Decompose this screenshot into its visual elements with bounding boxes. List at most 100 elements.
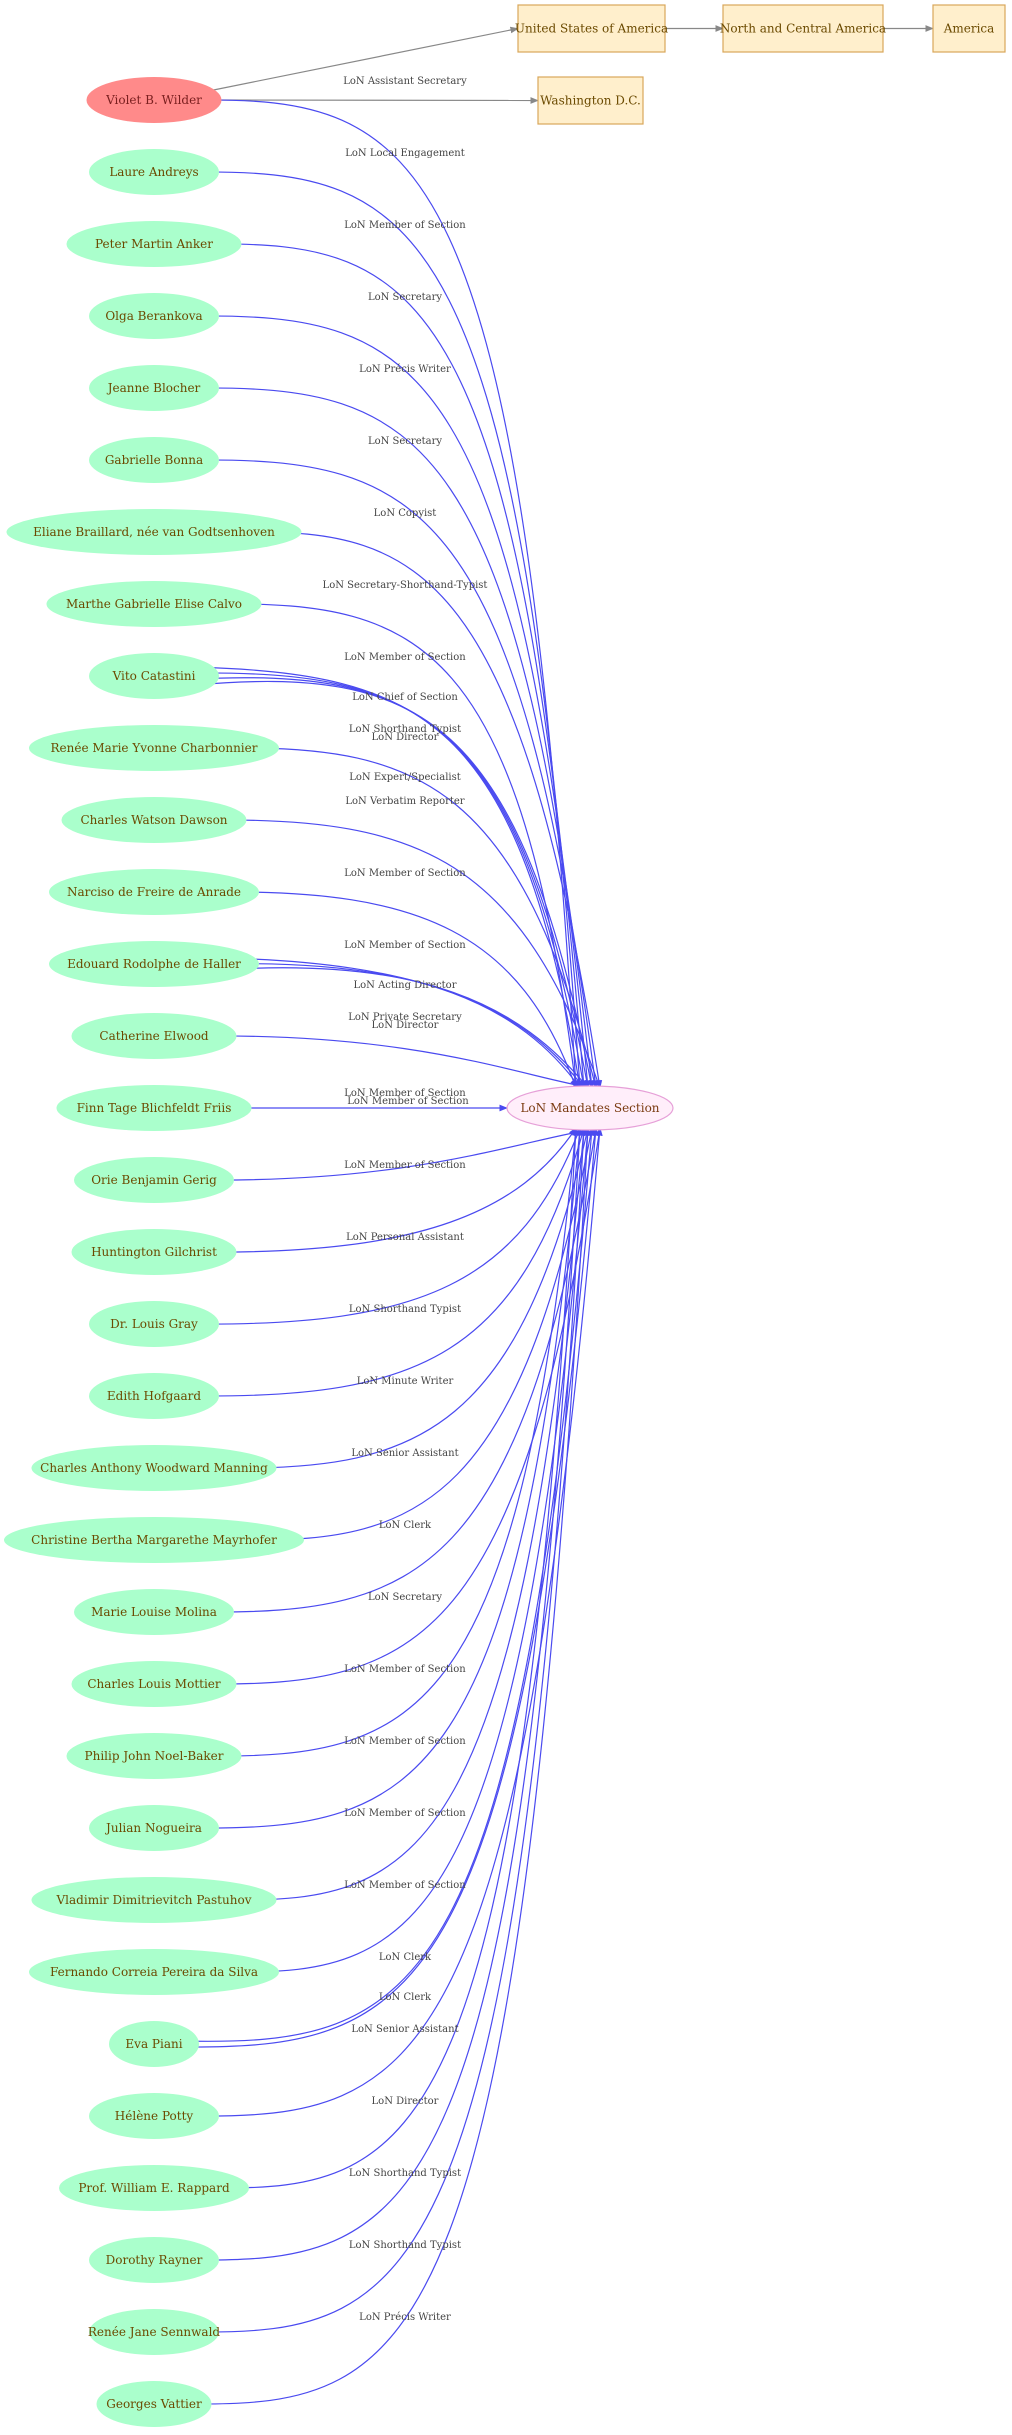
person-node-christine-bertha-margarethe-mayrhofer[interactable]: Christine Bertha Margarethe Mayrhofer xyxy=(4,1517,304,1563)
role-edge-p17-22 xyxy=(194,1127,581,1325)
person-node-ellipse xyxy=(89,653,219,699)
person-node-finn-tage-blichfeldt-friis[interactable]: Finn Tage Blichfeldt Friis xyxy=(56,1085,252,1131)
role-edge-p30-36 xyxy=(194,1127,583,2261)
person-node-georges-vattier[interactable]: Georges Vattier xyxy=(96,2381,212,2427)
person-node-olga-berankova[interactable]: Olga Berankova xyxy=(89,293,219,339)
person-node-ellipse xyxy=(6,509,302,555)
edge-p0-dc xyxy=(213,97,539,104)
person-node-orie-benjamin-gerig[interactable]: Orie Benjamin Gerig xyxy=(74,1157,234,1203)
person-node-ellipse xyxy=(89,149,219,195)
person-node-label: Vladimir Dimitrievitch Pastuhov xyxy=(56,1893,252,1907)
person-node-label: Vito Catastini xyxy=(112,669,196,683)
role-edge-label-0: LoN Assistant Secretary xyxy=(343,76,467,87)
place-node-america[interactable]: America xyxy=(932,4,1006,53)
person-node-vladimir-dimitrievitch-pastuhov[interactable]: Vladimir Dimitrievitch Pastuhov xyxy=(31,1877,277,1923)
role-edge-p31-37 xyxy=(194,1127,587,2333)
role-edge-p3-3 xyxy=(194,315,591,1089)
role-edge-label-8: LoN Member of Section xyxy=(344,652,466,663)
person-node-edouard-rodolphe-de-haller[interactable]: Edouard Rodolphe de Haller xyxy=(49,941,259,987)
role-edge-label-22: LoN Personal Assistant xyxy=(346,1232,464,1243)
person-node-ellipse xyxy=(89,293,219,339)
place-node-washington-d-c[interactable]: Washington D.C. xyxy=(537,76,644,125)
role-edge-p9-12 xyxy=(231,747,598,1089)
place-node-label: Washington D.C. xyxy=(540,94,641,108)
person-node-label: Dorothy Rayner xyxy=(106,2253,203,2267)
place-node-united-states-of-america[interactable]: United States of America xyxy=(515,4,668,53)
person-node-label: Christine Bertha Margarethe Mayrhofer xyxy=(31,1533,277,1547)
person-node-marthe-gabrielle-elise-calvo[interactable]: Marthe Gabrielle Elise Calvo xyxy=(46,581,262,627)
role-edge-label-1: LoN Local Engagement xyxy=(345,148,464,159)
person-node-label: Marthe Gabrielle Elise Calvo xyxy=(66,597,242,611)
role-edge-label-16: LoN Acting Director xyxy=(354,980,457,991)
person-node-julian-nogueira[interactable]: Julian Nogueira xyxy=(89,1805,219,1851)
person-node-prof-william-e-rappard[interactable]: Prof. William E. Rappard xyxy=(59,2165,249,2211)
person-node-dorothy-rayner[interactable]: Dorothy Rayner xyxy=(89,2237,219,2283)
person-node-edith-hofgaard[interactable]: Edith Hofgaard xyxy=(89,1373,219,1419)
person-node-ellipse xyxy=(31,1445,277,1491)
role-edge-label-10: LoN Director xyxy=(372,732,439,743)
role-edge-label-15: LoN Member of Section xyxy=(344,940,466,951)
role-edge-label-18: LoN Private Secretary xyxy=(348,1012,462,1023)
person-node-catherine-elwood[interactable]: Catherine Elwood xyxy=(71,1013,237,1059)
role-edge-p1-1 xyxy=(194,171,583,1089)
person-node-fernando-correia-pereira-da-silva[interactable]: Fernando Correia Pereira da Silva xyxy=(29,1949,279,1995)
person-node-jeanne-blocher[interactable]: Jeanne Blocher xyxy=(89,365,219,411)
org-node-mandates-section[interactable]: LoN Mandates Section xyxy=(506,1085,674,1131)
person-node-gabrielle-bonna[interactable]: Gabrielle Bonna xyxy=(89,437,219,483)
role-edge-p20-25 xyxy=(246,1127,594,1541)
person-node-charles-anthony-woodward-manning[interactable]: Charles Anthony Woodward Manning xyxy=(31,1445,277,1491)
person-node-eliane-braillard-n-e-van-godtsenhoven[interactable]: Eliane Braillard, née van Godtsenhoven xyxy=(6,509,302,555)
place-node-box xyxy=(932,4,1006,53)
person-node-label: Edith Hofgaard xyxy=(107,1389,202,1403)
role-edge-label-38: LoN Précis Writer xyxy=(359,2312,451,2323)
role-edge-p16-21 xyxy=(205,1127,577,1253)
place-node-north-and-central-america[interactable]: North and Central America xyxy=(720,4,886,53)
role-edge-p8-11 xyxy=(194,680,594,1089)
person-node-ellipse xyxy=(29,1949,279,1995)
person-node-huntington-gilchrist[interactable]: Huntington Gilchrist xyxy=(71,1229,237,1275)
role-edge-p8-9 xyxy=(194,672,587,1089)
person-node-label: Finn Tage Blichfeldt Friis xyxy=(77,1101,232,1115)
role-edge-label-34: LoN Senior Assistant xyxy=(351,2024,458,2035)
person-node-ellipse xyxy=(31,1877,277,1923)
role-edge-label-13: LoN Verbatim Reporter xyxy=(345,796,464,807)
role-edge-label-29: LoN Member of Section xyxy=(344,1736,466,1747)
role-edge-p23-28 xyxy=(208,1127,579,1757)
person-node-label: Renée Jane Sennwald xyxy=(88,2325,221,2339)
person-node-label: Peter Martin Anker xyxy=(95,237,213,251)
role-edge-label-26: LoN Clerk xyxy=(379,1520,432,1531)
person-node-label: Marie Louise Molina xyxy=(91,1605,217,1619)
person-node-eva-piani[interactable]: Eva Piani xyxy=(109,2021,199,2067)
role-edge-p5-5 xyxy=(194,459,599,1089)
person-node-philip-john-noel-baker[interactable]: Philip John Noel-Baker xyxy=(66,1733,242,1779)
person-node-ellipse xyxy=(71,1229,237,1275)
person-node-dr-louis-gray[interactable]: Dr. Louis Gray xyxy=(89,1301,219,1347)
person-node-ren-e-jane-sennwald[interactable]: Renée Jane Sennwald xyxy=(88,2309,221,2355)
role-edge-p27-33 xyxy=(181,1127,599,2048)
person-node-laure-andreys[interactable]: Laure Andreys xyxy=(89,149,219,195)
person-node-ellipse xyxy=(66,1733,242,1779)
person-node-label: Georges Vattier xyxy=(106,2397,202,2411)
person-node-h-l-ne-potty[interactable]: Hélène Potty xyxy=(89,2093,219,2139)
person-node-charles-louis-mottier[interactable]: Charles Louis Mottier xyxy=(71,1661,237,1707)
person-node-ren-e-marie-yvonne-charbonnier[interactable]: Renée Marie Yvonne Charbonnier xyxy=(29,725,279,771)
place-node-box xyxy=(517,4,666,53)
person-node-ellipse xyxy=(74,1157,234,1203)
person-node-label: Renée Marie Yvonne Charbonnier xyxy=(51,741,258,755)
person-node-marie-louise-molina[interactable]: Marie Louise Molina xyxy=(74,1589,234,1635)
person-node-violet-b-wilder[interactable]: Violet B. Wilder xyxy=(86,77,222,123)
person-node-ellipse xyxy=(89,2237,219,2283)
role-edge-label-32: LoN Clerk xyxy=(379,1952,432,1963)
role-edge-label-6: LoN Copyist xyxy=(374,508,437,519)
person-node-charles-watson-dawson[interactable]: Charles Watson Dawson xyxy=(61,797,247,843)
person-node-peter-martin-anker[interactable]: Peter Martin Anker xyxy=(66,221,242,267)
org-node-ellipse xyxy=(506,1085,674,1131)
person-node-vito-catastini[interactable]: Vito Catastini xyxy=(89,653,219,699)
person-node-narciso-de-freire-de-anrade[interactable]: Narciso de Freire de Anrade xyxy=(49,869,259,915)
role-edge-label-27: LoN Secretary xyxy=(368,1592,442,1603)
role-edge-label-2: LoN Member of Section xyxy=(344,220,466,231)
person-node-ellipse xyxy=(89,365,219,411)
person-node-ellipse xyxy=(49,869,259,915)
person-node-ellipse xyxy=(61,797,247,843)
person-node-label: Edouard Rodolphe de Haller xyxy=(67,957,241,971)
